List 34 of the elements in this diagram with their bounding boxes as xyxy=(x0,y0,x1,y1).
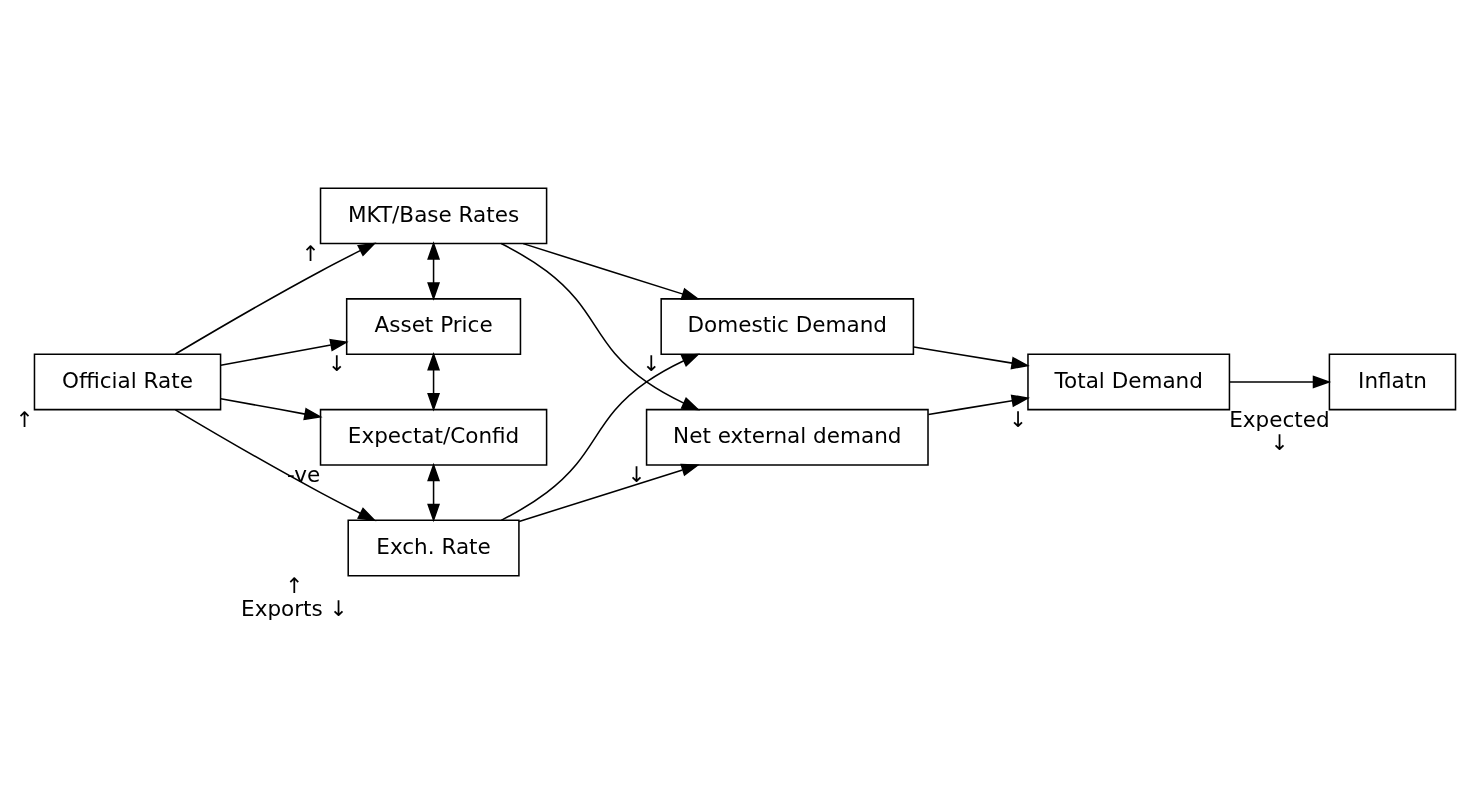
node-label: ↑ xyxy=(15,406,34,432)
node-label: Expected xyxy=(1229,406,1330,432)
node-box: MKT/Base Rates xyxy=(319,186,548,244)
arrow xyxy=(927,393,1030,415)
arrow xyxy=(500,242,701,410)
arrow xyxy=(500,352,701,521)
node-box: Expectat/Confid xyxy=(319,408,548,466)
arrow xyxy=(913,345,1030,369)
arrow xyxy=(220,338,349,366)
node-box: Inflatn xyxy=(1328,353,1457,410)
node-label: -ve xyxy=(287,461,321,487)
node-label: ↓ xyxy=(1008,406,1027,432)
node-label: ↓ xyxy=(1270,429,1289,455)
node-label: ↑ xyxy=(301,240,320,266)
node-label: ↓ xyxy=(627,461,646,487)
arrow xyxy=(427,240,441,301)
arrow xyxy=(174,242,377,355)
node-box: Net external demand xyxy=(645,408,929,466)
node-label: ↓ xyxy=(642,350,661,376)
node-label: ↑ xyxy=(285,572,304,598)
arrow xyxy=(427,351,441,411)
arrow xyxy=(1228,374,1332,388)
arrow xyxy=(220,397,323,420)
arrow xyxy=(427,462,441,522)
arrow xyxy=(174,408,377,521)
node-box: Exch. Rate xyxy=(347,519,520,576)
arrow xyxy=(518,463,700,522)
arrow xyxy=(522,242,700,300)
node-label: ↓ xyxy=(327,350,346,376)
node-box: Asset Price xyxy=(345,297,522,355)
node-box: Total Demand xyxy=(1027,353,1231,410)
node-box: Domestic Demand xyxy=(660,297,915,355)
node-label: Exports ↓ xyxy=(241,595,348,621)
node-box: Official Rate xyxy=(33,353,222,410)
